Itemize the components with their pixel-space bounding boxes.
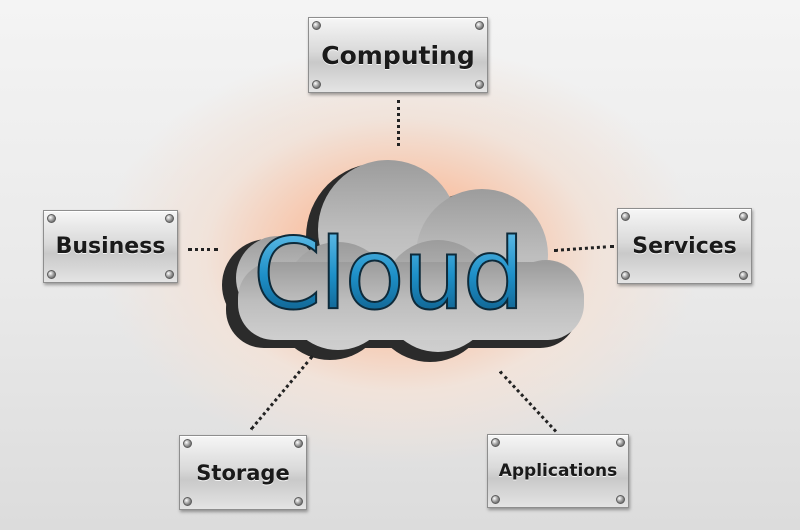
screw-icon <box>47 214 56 223</box>
cloud-label: Cloud <box>253 218 523 332</box>
screw-icon <box>491 495 500 504</box>
screw-icon <box>312 80 321 89</box>
node-label-computing: Computing <box>321 40 475 70</box>
node-applications: Applications <box>487 434 629 508</box>
screw-icon <box>183 439 192 448</box>
screw-icon <box>491 438 500 447</box>
connector-computing <box>397 100 400 146</box>
node-services: Services <box>617 208 752 284</box>
node-storage: Storage <box>179 435 307 510</box>
node-computing: Computing <box>308 17 488 93</box>
screw-icon <box>294 497 303 506</box>
screw-icon <box>621 212 630 221</box>
screw-icon <box>616 438 625 447</box>
node-business: Business <box>43 210 178 283</box>
screw-icon <box>165 214 174 223</box>
node-label-storage: Storage <box>196 460 290 485</box>
node-label-services: Services <box>632 233 737 259</box>
node-label-applications: Applications <box>498 461 618 481</box>
screw-icon <box>739 271 748 280</box>
screw-icon <box>739 212 748 221</box>
screw-icon <box>47 270 56 279</box>
screw-icon <box>616 495 625 504</box>
screw-icon <box>475 80 484 89</box>
screw-icon <box>312 21 321 30</box>
node-label-business: Business <box>55 234 166 259</box>
screw-icon <box>475 21 484 30</box>
screw-icon <box>183 497 192 506</box>
screw-icon <box>621 271 630 280</box>
screw-icon <box>294 439 303 448</box>
connector-business <box>188 248 218 251</box>
screw-icon <box>165 270 174 279</box>
cloud-shape <box>236 160 584 352</box>
